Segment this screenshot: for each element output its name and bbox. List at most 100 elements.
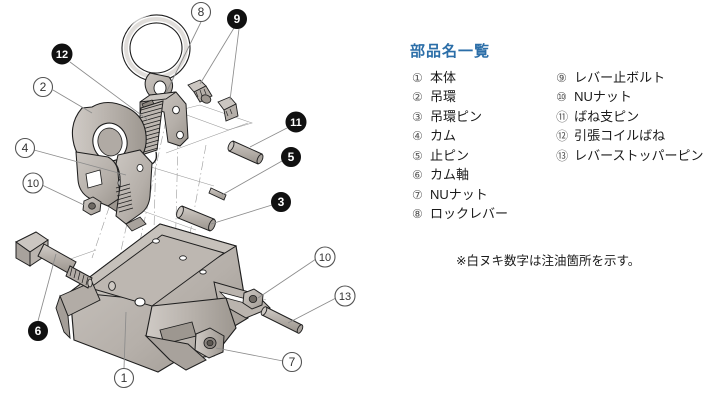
callout-6: 6 bbox=[28, 321, 48, 341]
callout-circle bbox=[113, 367, 135, 389]
legend-item-number: ⑨ bbox=[556, 70, 567, 85]
cam-part bbox=[115, 149, 153, 232]
legend-row: ⑪ ばね支ピン bbox=[556, 107, 710, 127]
leader-1 bbox=[123, 311, 127, 369]
callout-number: 4 bbox=[22, 141, 29, 155]
callout-circle bbox=[190, 1, 212, 23]
callout-number: 3 bbox=[278, 195, 285, 209]
legend-row: ⑧ ロックレバー bbox=[412, 204, 556, 224]
callout-circle bbox=[285, 111, 307, 133]
leader-9b bbox=[229, 28, 240, 101]
bolt-thread bbox=[69, 267, 89, 286]
leader-4 bbox=[33, 149, 127, 176]
leader-10a bbox=[41, 184, 85, 206]
callout-number: 10 bbox=[319, 252, 331, 264]
legend-item-number: ⑫ bbox=[556, 129, 569, 143]
leader-7 bbox=[215, 347, 284, 362]
callout-9: 9 bbox=[227, 9, 247, 29]
callout-number: 13 bbox=[339, 291, 351, 303]
legend-item-number: ⑥ bbox=[412, 168, 423, 182]
legend-row: ⑩ NUナット bbox=[556, 87, 710, 107]
legend-item-label: NUナット bbox=[574, 89, 632, 104]
callout-10a: 10 bbox=[22, 172, 44, 194]
leader-12 bbox=[69, 61, 149, 121]
legend-item-number: ⑧ bbox=[412, 207, 423, 221]
legend-item-number: ⑩ bbox=[556, 90, 567, 104]
legend-item-number: ① bbox=[412, 70, 423, 85]
callout-circle bbox=[314, 246, 336, 268]
leader-5 bbox=[221, 160, 283, 196]
legend-row: ① 本体 bbox=[412, 68, 556, 88]
legend-item-number: ⑪ bbox=[556, 109, 569, 124]
projection-box-upper bbox=[175, 104, 253, 131]
lever-stop-bolt-2-part bbox=[217, 96, 239, 122]
legend-item-label: ばね支ピン bbox=[574, 108, 640, 124]
callout-number: 10 bbox=[27, 178, 39, 190]
callout-number: 2 bbox=[40, 80, 47, 94]
legend-item-label: レバーストッパーピン bbox=[574, 147, 704, 163]
callout-2: 2 bbox=[32, 76, 54, 98]
center-line-f bbox=[91, 174, 121, 259]
callout-number: 1 bbox=[121, 371, 128, 385]
legend-item-number: ③ bbox=[412, 109, 423, 124]
callout-circle bbox=[28, 321, 48, 341]
leader-8 bbox=[165, 21, 202, 94]
nu-nut-right-part bbox=[242, 288, 264, 310]
leader-10b bbox=[257, 258, 317, 299]
shackle-pin-part bbox=[176, 205, 216, 232]
callout-4: 4 bbox=[14, 137, 36, 159]
callout-8: 8 bbox=[190, 1, 212, 23]
callout-circle bbox=[14, 137, 36, 159]
legend-item-label: カム軸 bbox=[430, 167, 470, 182]
callout-number: 5 bbox=[288, 150, 295, 164]
legend-item-label: 止ピン bbox=[430, 147, 470, 163]
callout-12: 12 bbox=[51, 43, 73, 65]
projection-line-2 bbox=[165, 122, 249, 154]
legend-item-label: レバー止ボルト bbox=[574, 69, 666, 85]
callout-number: 12 bbox=[56, 49, 68, 61]
lever-stop-bolt-1-part bbox=[187, 79, 213, 104]
callout-11: 11 bbox=[285, 111, 307, 133]
callout-3: 3 bbox=[271, 192, 291, 212]
leader-lines bbox=[33, 21, 337, 369]
legend-item-label: 本体 bbox=[430, 69, 457, 85]
callout-circle bbox=[227, 9, 247, 29]
callout-circle bbox=[51, 43, 73, 65]
callout-circle bbox=[281, 351, 303, 373]
callout-5: 5 bbox=[281, 147, 301, 167]
callout-13: 13 bbox=[334, 285, 356, 307]
spring-support-pin-part bbox=[227, 140, 264, 165]
legend-item-label: ロックレバー bbox=[430, 206, 509, 221]
nu-nut-upper-part bbox=[82, 196, 102, 216]
cam-teeth bbox=[115, 183, 134, 213]
callout-number: 11 bbox=[290, 117, 302, 129]
callout-1: 1 bbox=[113, 367, 135, 389]
callout-circle bbox=[334, 285, 356, 307]
callout-circle bbox=[281, 147, 301, 167]
center-line-e bbox=[178, 144, 207, 296]
cam-shaft-bolt-part bbox=[15, 231, 93, 289]
callout-number: 6 bbox=[35, 324, 42, 338]
lever-stopper-pin-part bbox=[260, 306, 304, 334]
leader-13 bbox=[287, 297, 337, 324]
legend-title: 部品名一覧 bbox=[410, 43, 491, 60]
callout-circle bbox=[271, 192, 291, 212]
leader-11 bbox=[249, 127, 288, 148]
nu-nut-lower-part bbox=[194, 327, 225, 359]
callout-number: 9 bbox=[234, 12, 241, 26]
legend-note: ※白ヌキ数字は注油箇所を示す。 bbox=[456, 253, 641, 268]
legend-item-number: ⑦ bbox=[412, 187, 423, 202]
legend-item-number: ⑬ bbox=[556, 148, 569, 163]
legend-item-number: ④ bbox=[412, 129, 423, 143]
